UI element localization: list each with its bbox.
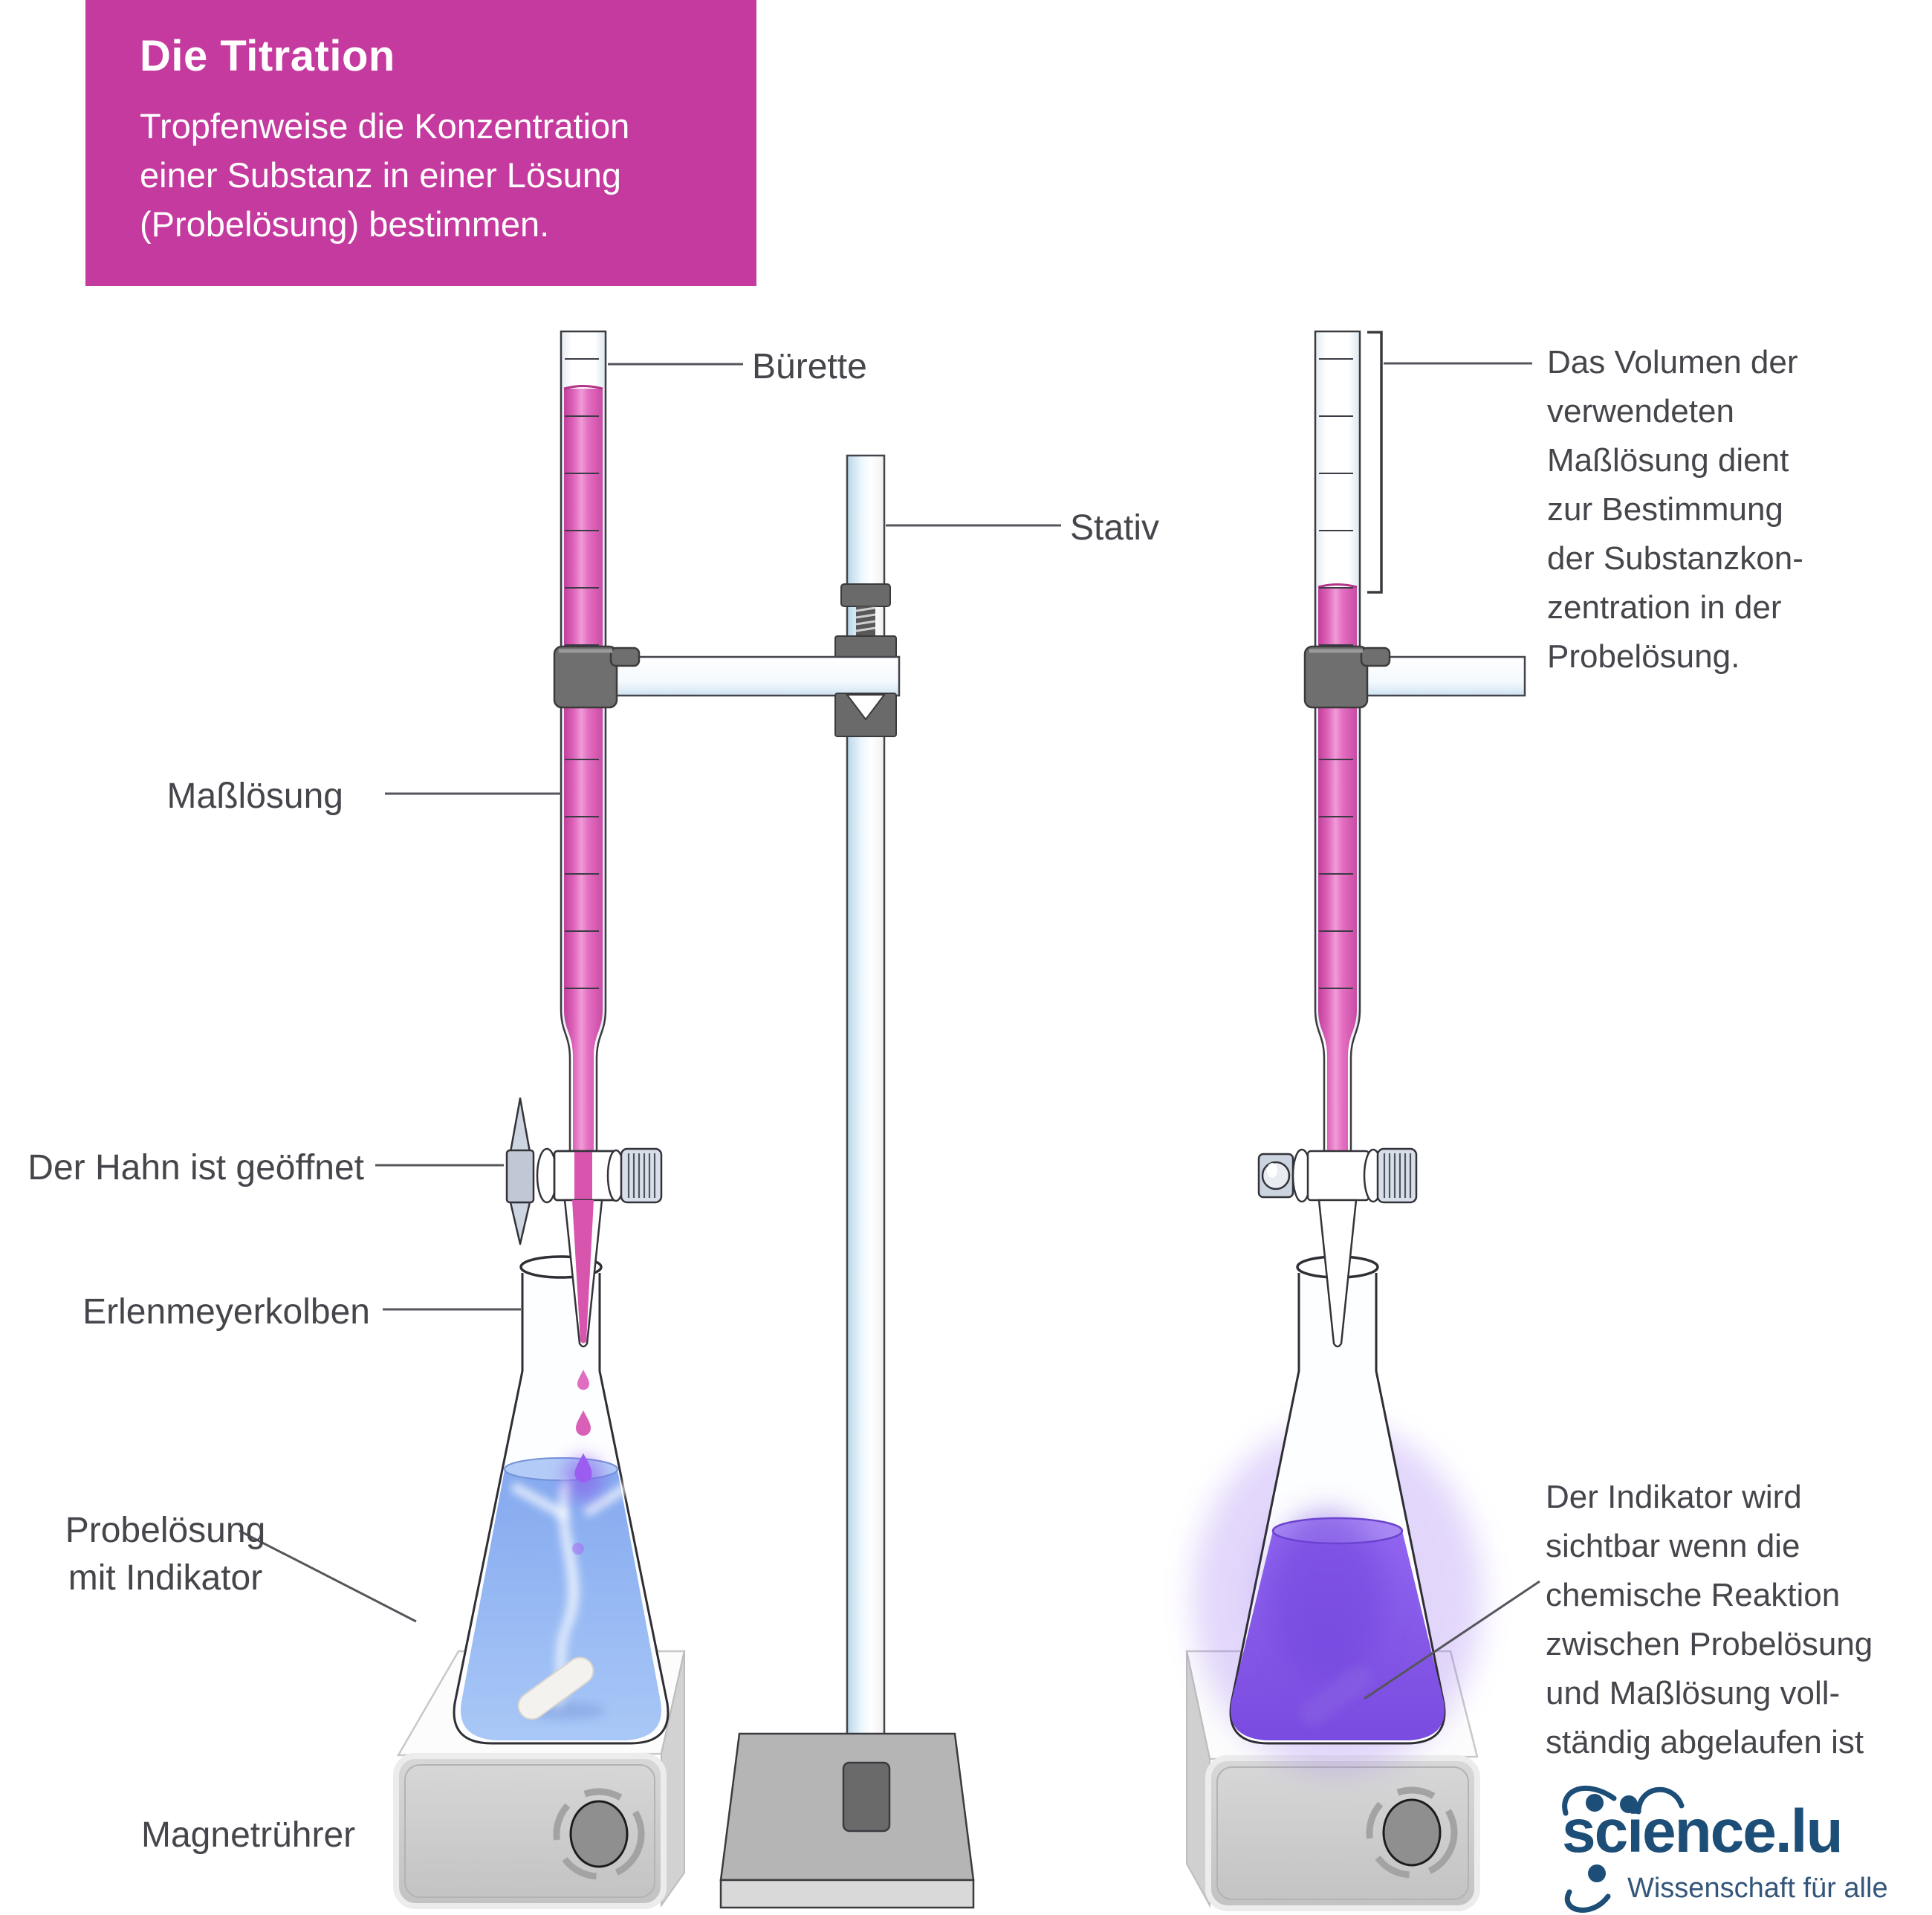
- stand-base-front: [719, 1879, 975, 1909]
- label-probeloesung: Probelösung mit Indikator: [65, 1511, 266, 1598]
- stirrer-right-side: [1186, 1650, 1210, 1908]
- stir-bar-faint: [1300, 1666, 1372, 1726]
- label-erlenmeyer: Erlenmeyerkolben: [82, 1292, 370, 1332]
- stand-clamp-vblock: [834, 693, 897, 737]
- burette-right-liquid: [1318, 587, 1357, 1151]
- stopcock-left-open: [505, 1097, 663, 1245]
- label-hahn: Der Hahn ist geöffnet: [27, 1148, 364, 1187]
- stirrer-left-knob[interactable]: [569, 1800, 629, 1868]
- leader-lines: [239, 362, 1540, 1700]
- burette-left-ticks: [565, 358, 599, 989]
- stand-clamp-screw: [834, 583, 897, 661]
- stopcock-right-knob: [1376, 1147, 1418, 1204]
- label-stativ: Stativ: [1070, 508, 1160, 548]
- drop-2: [576, 1410, 591, 1436]
- header: Die Titration Tropfenweise die Konzentra…: [85, 0, 756, 286]
- stopcock-left-knob: [620, 1147, 663, 1204]
- drop-1: [577, 1370, 589, 1390]
- stopcock-right-closed: [1257, 1147, 1418, 1204]
- burette-left: [505, 330, 663, 1245]
- annotation-indikator: Der Indikator wird sichtbar wenn die che…: [1546, 1479, 1873, 1760]
- flask-left-liquid: [460, 1470, 662, 1740]
- crossbar-left: [593, 655, 901, 697]
- stopcock-left-handle: [505, 1149, 535, 1204]
- burette-right-tip: [1317, 1199, 1358, 1348]
- leader-indikator: [1364, 1580, 1540, 1700]
- flask-right: [1193, 1199, 1482, 1772]
- page-title: Die Titration: [140, 32, 395, 80]
- label-magnetruehrer: Magnetrührer: [141, 1815, 356, 1855]
- label-buerette: Bürette: [752, 347, 867, 386]
- burette-left-liquid: [564, 389, 603, 1151]
- logo-atom-icon: [1562, 1785, 1685, 1913]
- logo-wordmark: science.lu: [1562, 1798, 1844, 1865]
- burette-clamp-right: [1303, 645, 1391, 709]
- burette-clamp-left: [553, 645, 641, 709]
- stirrer-right-knob[interactable]: [1382, 1798, 1442, 1867]
- indicator-drop: [574, 1453, 592, 1483]
- stand-socket: [842, 1761, 891, 1833]
- leader-probeloesung: [239, 1529, 417, 1623]
- flask-left: [453, 1199, 670, 1745]
- burette-right: [1257, 330, 1418, 1204]
- page-subtitle: Tropfenweise die Konzentration einer Sub…: [140, 106, 630, 244]
- label-masslosung: Maßlösung: [166, 777, 343, 816]
- annotation-volumen: Das Volumen der verwendeten Maßlösung di…: [1547, 344, 1803, 675]
- volume-bracket: [1367, 331, 1383, 594]
- swirl: [551, 1480, 579, 1709]
- logo-tagline: Wissenschaft für alle: [1627, 1873, 1888, 1904]
- stir-bar: [517, 1656, 594, 1720]
